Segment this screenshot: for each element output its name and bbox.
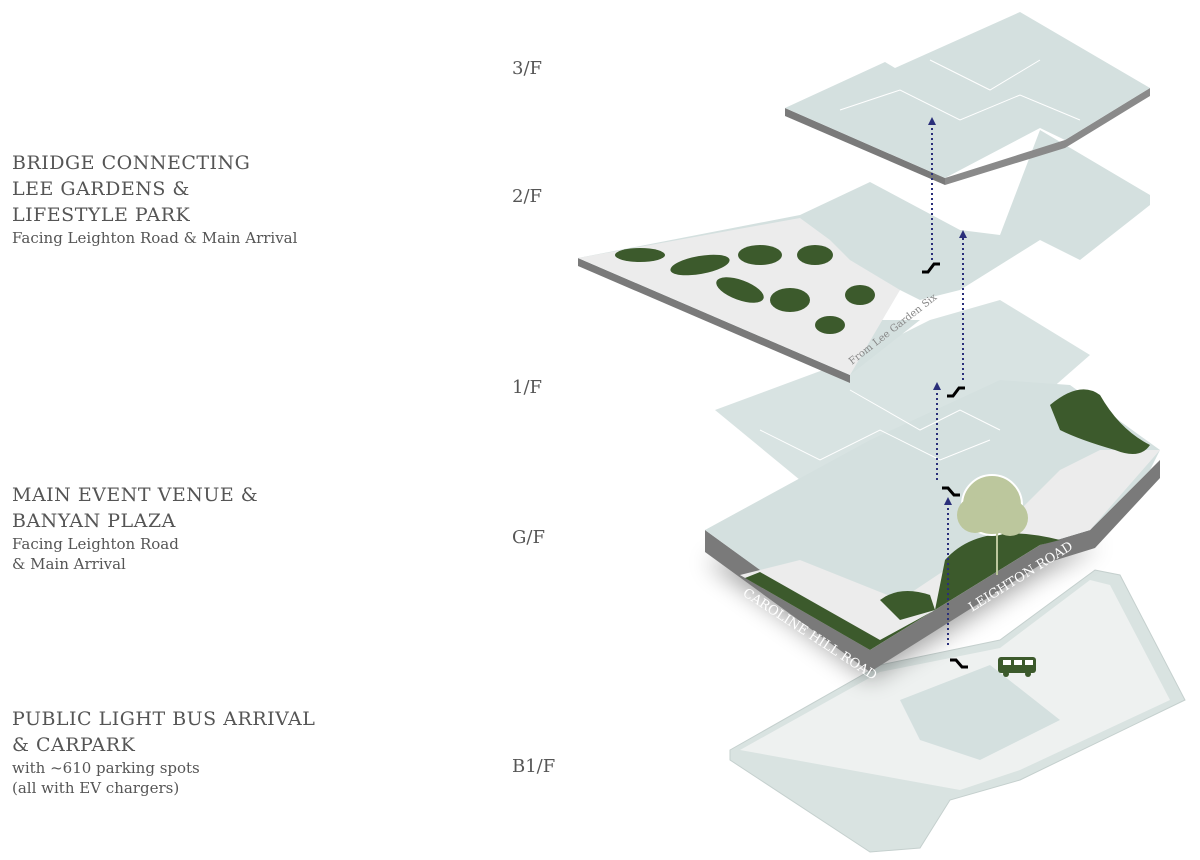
venue-subtitle: Facing Leighton Road <box>12 535 179 553</box>
bridge-title-line: LEE GARDENS & <box>12 178 190 200</box>
venue-title-line: MAIN EVENT VENUE & <box>12 484 259 506</box>
escalator-icon <box>947 386 965 398</box>
escalator-icon <box>922 262 940 274</box>
floor-gf: CAROLINE HILL ROAD LEIGHTON ROAD <box>705 380 1160 684</box>
bridge-title-line: BRIDGE CONNECTING <box>12 152 251 174</box>
carpark-subtitle: with ~610 parking spots <box>12 759 200 777</box>
venue-description: MAIN EVENT VENUE & BANYAN PLAZA Facing L… <box>12 482 258 574</box>
bridge-subtitle: Facing Leighton Road & Main Arrival <box>12 229 298 247</box>
floor-3f <box>785 12 1150 185</box>
floor-label-gf: G/F <box>512 527 545 548</box>
venue-title-line: BANYAN PLAZA <box>12 510 176 532</box>
escalator-icon <box>942 486 960 497</box>
carpark-description: PUBLIC LIGHT BUS ARRIVAL & CARPARK with … <box>12 706 315 798</box>
escalator-icon <box>950 658 968 669</box>
floor-label-1f: 1/F <box>512 377 543 398</box>
carpark-title-line: & CARPARK <box>12 734 136 756</box>
floor-label-b1f: B1/F <box>512 756 556 777</box>
floor-label-3f: 3/F <box>512 58 543 79</box>
floor-1f <box>715 300 1090 482</box>
carpark-subtitle: (all with EV chargers) <box>12 779 180 797</box>
venue-subtitle: & Main Arrival <box>12 555 126 573</box>
tree-icon <box>957 474 1028 575</box>
vertical-circulation <box>931 125 964 645</box>
carpark-title-line: PUBLIC LIGHT BUS ARRIVAL <box>12 708 316 730</box>
bus-icon <box>998 657 1036 677</box>
garden-patches <box>615 245 875 334</box>
bridge-title-line: LIFESTYLE PARK <box>12 204 191 226</box>
bridge-description: BRIDGE CONNECTING LEE GARDENS & LIFESTYL… <box>12 150 297 248</box>
floor-b1f <box>729 569 1186 853</box>
floor-label-2f: 2/F <box>512 186 543 207</box>
